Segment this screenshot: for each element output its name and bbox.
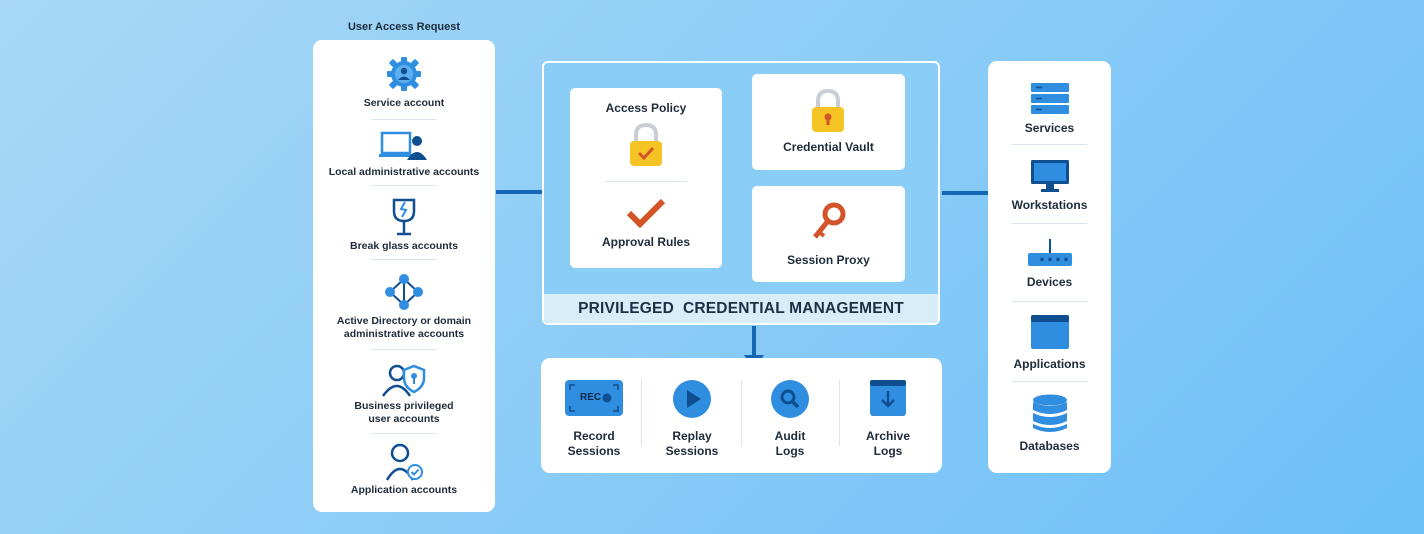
divider	[741, 380, 742, 446]
arrow-to-center	[496, 190, 544, 194]
left-item-label: Service account	[363, 97, 445, 109]
broken-glass-icon	[392, 198, 416, 236]
bottom-label-line1: Audit	[774, 429, 806, 443]
credential-vault-card[interactable]: Credential Vault	[752, 74, 905, 170]
right-item-label: Services	[1024, 121, 1075, 135]
key-icon	[813, 202, 846, 239]
download-icon	[870, 380, 906, 416]
divider	[1012, 144, 1087, 145]
left-item-label-line1: Active Directory or domain	[336, 315, 472, 327]
record-sessions-item[interactable]: REC Record Sessions	[545, 358, 643, 473]
checkmark-icon	[626, 198, 666, 229]
user-shield-icon	[381, 364, 426, 397]
divider	[371, 433, 437, 434]
left-item-label: Local administrative accounts	[328, 166, 480, 178]
divider	[839, 380, 840, 446]
right-item-label: Devices	[1026, 275, 1073, 289]
bottom-label-line1: Replay	[672, 429, 712, 443]
app-window-icon	[1031, 315, 1069, 349]
rec-badge-text: REC	[580, 392, 602, 403]
bottom-label-line1: Record	[573, 429, 615, 443]
pcm-footer-label: PRIVILEGED CREDENTIAL MANAGEMENT	[578, 300, 904, 317]
divider	[1012, 301, 1087, 302]
arrow-to-right-panel	[942, 191, 990, 195]
play-icon	[673, 380, 711, 418]
session-proxy-card[interactable]: Session Proxy	[752, 186, 905, 282]
divider	[371, 259, 437, 260]
bottom-label-line2: Logs	[873, 444, 903, 458]
arrow-to-bottom	[752, 326, 756, 358]
audit-logs-item[interactable]: Audit Logs	[741, 358, 839, 473]
credential-vault-label: Credential Vault	[783, 140, 874, 154]
laptop-user-icon	[379, 131, 427, 160]
network-icon	[385, 274, 423, 310]
router-icon	[1028, 239, 1072, 266]
approval-rules-label: Approval Rules	[601, 235, 691, 249]
user-check-icon	[385, 443, 423, 481]
left-item-label: Break glass accounts	[350, 240, 458, 252]
left-item-label-line2: administrative accounts	[343, 328, 465, 340]
right-item-label: Databases	[1019, 439, 1080, 453]
policy-card[interactable]: Access Policy Approval Rules	[570, 88, 722, 268]
left-item-label: Application accounts	[350, 484, 458, 496]
user-access-request-title: User Access Request	[347, 21, 461, 33]
left-item-label-line2: user accounts	[368, 413, 440, 425]
server-icon	[1031, 83, 1069, 114]
divider	[371, 119, 437, 120]
left-item-label-line1: Business privileged	[354, 400, 454, 412]
session-logging-panel: REC Record Sessions Replay Sessions Audi…	[541, 358, 942, 473]
divider	[1012, 223, 1087, 224]
divider	[371, 349, 437, 350]
archive-logs-item[interactable]: Archive Logs	[839, 358, 937, 473]
access-policy-label: Access Policy	[605, 101, 687, 115]
bottom-label-line1: Archive	[865, 429, 911, 443]
padlock-icon	[812, 88, 844, 132]
search-icon	[771, 380, 809, 418]
divider	[641, 380, 642, 446]
database-icon	[1033, 394, 1067, 432]
gear-user-icon	[387, 57, 421, 91]
bottom-label-line2: Logs	[775, 444, 805, 458]
monitor-icon	[1031, 160, 1069, 192]
replay-sessions-item[interactable]: Replay Sessions	[643, 358, 741, 473]
user-access-request-panel: Service account Local administrative acc…	[313, 40, 495, 512]
divider	[371, 185, 437, 186]
lock-check-icon	[630, 122, 662, 166]
divider	[605, 181, 687, 182]
divider	[1012, 381, 1087, 382]
session-proxy-label: Session Proxy	[787, 253, 870, 267]
bottom-label-line2: Sessions	[665, 444, 719, 458]
right-item-label: Workstations	[1011, 198, 1088, 212]
pcm-footer-bar	[544, 294, 938, 323]
bottom-label-line2: Sessions	[567, 444, 621, 458]
right-item-label: Applications	[1013, 357, 1086, 371]
record-icon	[565, 380, 623, 416]
target-resources-panel: Services Workstations Devices Applicatio…	[988, 61, 1111, 473]
